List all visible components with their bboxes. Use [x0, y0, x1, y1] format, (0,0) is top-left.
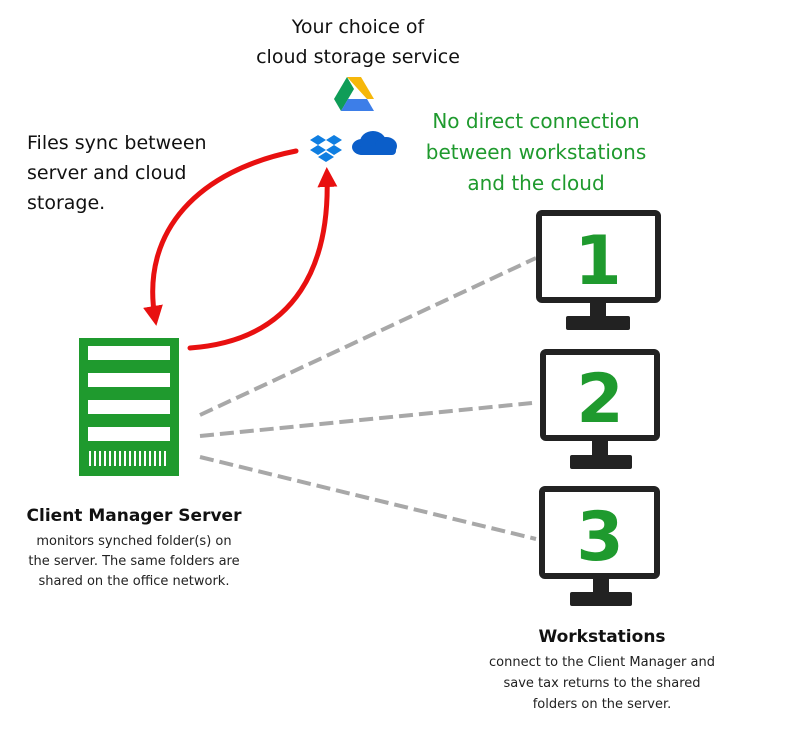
- cloud-storage-title: Your choice of cloud storage service: [228, 12, 488, 72]
- server-description-line: shared on the office network.: [38, 574, 230, 589]
- dropbox-icon: [310, 135, 342, 162]
- connection-line-3: [199, 455, 537, 541]
- sync-arrow-up: [187, 167, 338, 351]
- workstation-3: 3: [539, 486, 660, 606]
- workstation-1: 1: [536, 210, 661, 330]
- no-direct-line: and the cloud: [467, 171, 605, 195]
- sync-note-line: Files sync between: [27, 132, 207, 154]
- google-drive-icon: [334, 77, 374, 111]
- cloud-storage-title-line: Your choice of: [291, 16, 425, 38]
- workstations-title: Workstations: [538, 627, 666, 647]
- workstation-2: 2: [540, 349, 660, 469]
- workstations-description-line: connect to the Client Manager and: [489, 655, 715, 670]
- workstation-number: 3: [576, 498, 623, 577]
- server-description-line: the server. The same folders are: [28, 554, 240, 569]
- workstation-number: 1: [574, 222, 621, 301]
- server-description: monitors synched folder(s) on the server…: [0, 532, 268, 592]
- server-title: Client Manager Server: [26, 506, 242, 526]
- cloud-storage-title-line: cloud storage service: [256, 46, 460, 68]
- no-direct-line: No direct connection: [432, 109, 640, 133]
- workstations-description: connect to the Client Manager and save t…: [452, 652, 752, 715]
- connection-line-1: [199, 256, 537, 417]
- workstation-number: 2: [576, 360, 623, 439]
- no-direct-connection-note: No direct connection between workstation…: [410, 106, 662, 199]
- server-description-line: monitors synched folder(s) on: [36, 534, 232, 549]
- sync-arrow-down: [143, 148, 299, 326]
- server-rack-icon: [79, 338, 179, 476]
- connection-line-2: [199, 401, 533, 438]
- onedrive-icon: [352, 131, 397, 155]
- workstations-description-line: folders on the server.: [532, 697, 672, 712]
- no-direct-line: between workstations: [425, 140, 647, 164]
- sync-note-line: server and cloud: [27, 162, 187, 184]
- workstations-description-line: save tax returns to the shared: [503, 676, 701, 691]
- sync-note-line: storage.: [27, 192, 106, 214]
- sync-note: Files sync between server and cloud stor…: [27, 128, 207, 218]
